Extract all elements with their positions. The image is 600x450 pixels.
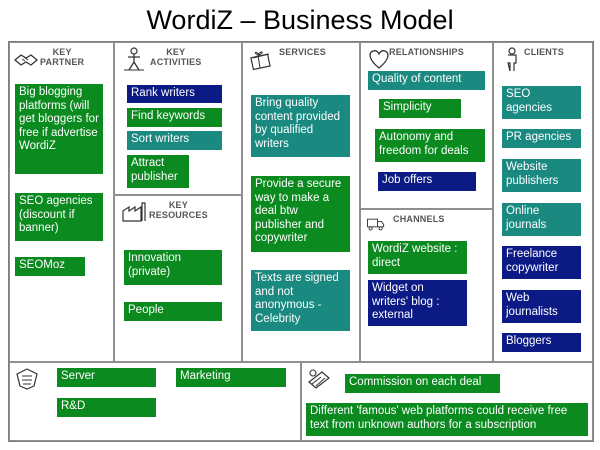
relationship-note-simplicity: Simplicity (379, 99, 461, 118)
service-note-secure-deal: Provide a secure way to make a deal btw … (251, 176, 350, 252)
partner-note-blogging-platforms: Big blogging platforms (will get blogger… (15, 84, 103, 174)
activity-note-sort-writers: Sort writers (127, 131, 222, 150)
client-note-online-journals: Online journals (502, 203, 581, 236)
channels-header: CHANNELS (393, 214, 445, 224)
resource-note-innovation: Innovation (private) (124, 250, 222, 285)
channel-note-website: WordiZ website : direct (368, 241, 467, 274)
client-note-web-journalists: Web journalists (502, 290, 581, 323)
channels-truck-icon (367, 218, 385, 231)
activity-note-attract-publisher: Attract publisher (127, 155, 189, 188)
costs-tag-icon (16, 368, 38, 390)
partner-note-seo-agencies: SEO agencies (discount if banner) (15, 193, 103, 241)
client-note-bloggers: Bloggers (502, 333, 581, 352)
client-note-website-publishers: Website publishers (502, 159, 581, 192)
activity-note-rank-writers: Rank writers (127, 85, 222, 103)
page-title: WordiZ – Business Model (146, 5, 454, 35)
relationship-note-quality: Quality of content (368, 71, 485, 90)
activity-note-find-keywords: Find keywords (127, 108, 222, 127)
services-header: SERVICES (279, 47, 326, 57)
relationship-note-autonomy: Autonomy and freedom for deals (375, 129, 485, 162)
relationships-heart-icon (369, 50, 389, 69)
key-partner-header: KEY PARTNER (40, 47, 85, 67)
revenue-money-icon (308, 369, 330, 389)
cost-note-marketing: Marketing (176, 368, 286, 387)
activities-figure-icon (124, 47, 144, 71)
clients-header: CLIENTS (524, 47, 564, 57)
resources-factory-icon (122, 202, 146, 222)
relationships-header: RELATIONSHIPS (389, 47, 464, 57)
business-model-canvas (8, 41, 594, 442)
services-gift-icon (250, 51, 271, 71)
client-note-freelance-copywriter: Freelance copywriter (502, 246, 581, 279)
key-resources-header: KEY RESOURCES (149, 200, 208, 220)
revenue-note-commission: Commission on each deal (345, 374, 500, 393)
cost-note-server: Server (57, 368, 156, 387)
cost-note-rd: R&D (57, 398, 156, 417)
partner-handshake-icon (13, 54, 39, 66)
clients-person-icon (507, 47, 517, 72)
relationship-note-job-offers: Job offers (378, 172, 476, 191)
revenue-note-subscription: Different 'famous' web platforms could r… (306, 403, 588, 436)
client-note-seo-agencies: SEO agencies (502, 86, 581, 119)
resource-note-people: People (124, 302, 222, 321)
service-note-signed-texts: Texts are signed and not anonymous - Cel… (251, 270, 350, 331)
client-note-pr-agencies: PR agencies (502, 129, 581, 148)
partner-note-seomoz: SEOMoz (15, 257, 85, 276)
service-note-quality-content: Bring quality content provided by qualif… (251, 95, 350, 157)
channel-note-widget: Widget on writers' blog : external (368, 280, 467, 326)
key-activities-header: KEY ACTIVITIES (150, 47, 202, 67)
